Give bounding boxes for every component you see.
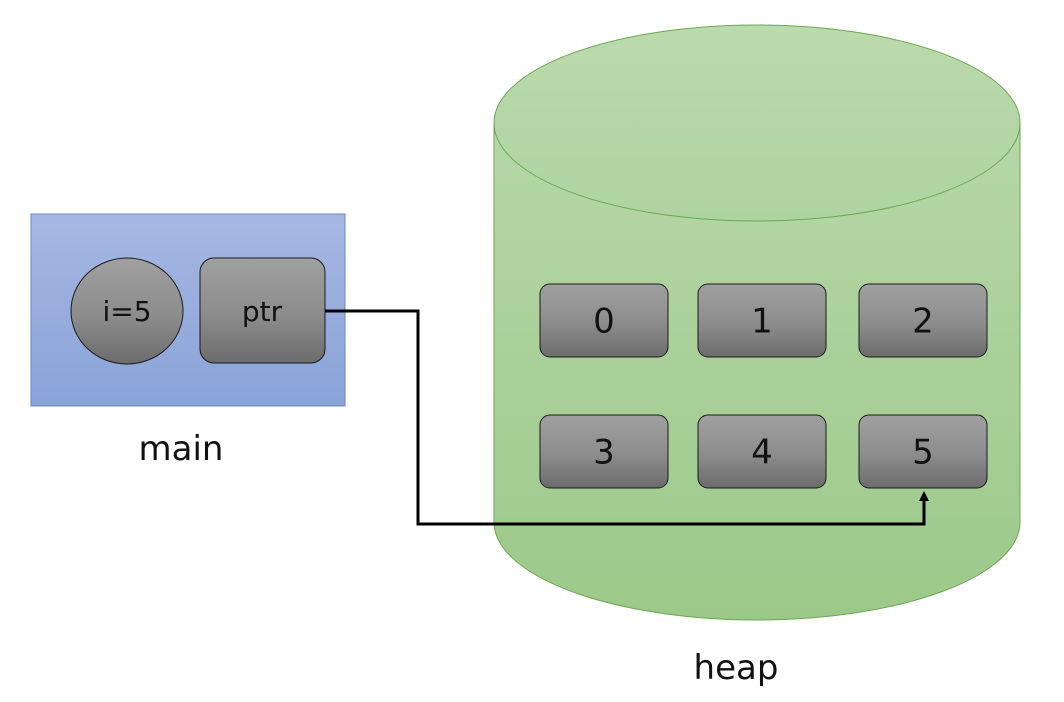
heap-cell-0: 0 (539, 283, 669, 358)
heap-cell-label: 5 (912, 433, 934, 473)
pointer-label: ptr (242, 295, 283, 328)
heap-label: heap (694, 648, 779, 688)
heap-cell-label: 2 (912, 302, 934, 342)
heap-cell-4: 4 (697, 414, 827, 489)
heap-cell-shape (539, 283, 669, 358)
heap-cells: 0 1 2 3 4 5 (539, 283, 988, 489)
heap-cell-2: 2 (858, 283, 988, 358)
pointer-node: ptr (199, 257, 326, 364)
heap-cylinder-body (493, 122, 1021, 621)
main-label: main (139, 429, 224, 469)
heap-cell-shape (539, 414, 669, 489)
heap-cell-label: 4 (751, 433, 773, 473)
heap-cell-label: 0 (593, 302, 615, 342)
heap-cell-3: 3 (539, 414, 669, 489)
variable-i-label: i=5 (102, 295, 151, 328)
variable-i-node: i=5 (70, 257, 184, 365)
heap-cylinder-top (493, 24, 1021, 222)
heap-cell-label: 1 (751, 302, 773, 342)
pointer-arrow (325, 309, 929, 526)
main-frame: i=5 ptr (30, 213, 346, 407)
variable-i-shape (70, 257, 184, 365)
heap-cell-shape (697, 414, 827, 489)
heap-cell-shape (858, 283, 988, 358)
heap-cell-label: 3 (593, 433, 615, 473)
heap-cell-shape (697, 283, 827, 358)
heap-cell-5: 5 (858, 414, 988, 489)
heap-cell-shape (858, 414, 988, 489)
heap-cylinder (493, 24, 1021, 621)
heap-cell-1: 1 (697, 283, 827, 358)
